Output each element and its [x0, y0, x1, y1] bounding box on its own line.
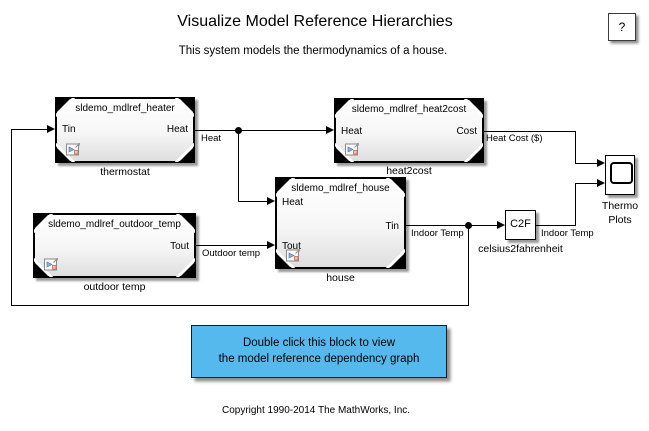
corner-mark-icon: [276, 249, 295, 268]
signal-line-heat: [195, 130, 326, 131]
port-label-tout: Tout: [170, 241, 189, 252]
model-reference-badge-icon: [44, 258, 58, 271]
arrowhead-house-tout-in: [267, 241, 275, 249]
corner-mark-icon: [386, 249, 405, 268]
corner-mark-icon: [175, 98, 194, 117]
scope-caption-line2: Plots: [608, 214, 632, 226]
block-caption-scope: Thermo Plots: [590, 199, 649, 227]
port-label-tin: Tin: [385, 221, 399, 232]
block-caption-outdoor-temp: outdoor temp: [83, 281, 146, 293]
help-button[interactable]: ?: [608, 13, 636, 41]
corner-mark-icon: [175, 143, 194, 162]
junction-dot-heat: [235, 127, 242, 134]
model-ref-name: sldemo_mdlref_outdoor_temp: [48, 219, 181, 230]
block-celsius2fahrenheit[interactable]: C2F: [505, 210, 536, 240]
port-label-cost: Cost: [456, 126, 477, 137]
arrowhead-scope-in1: [597, 159, 605, 167]
corner-mark-icon: [335, 143, 354, 162]
model-block-house[interactable]: sldemo_mdlref_house Heat Tout Tin: [275, 177, 406, 269]
block-caption-celsius2fahrenheit: celsius2fahrenheit: [478, 243, 563, 255]
port-label-heat: Heat: [282, 197, 304, 208]
model-reference-badge-icon: [286, 249, 300, 262]
signal-label-indoor-temp-c2f: Indoor Temp: [541, 228, 594, 239]
signal-label-heat: Heat: [201, 133, 222, 144]
signal-line-c2f-out: [575, 183, 598, 184]
corner-mark-icon: [176, 258, 195, 277]
signal-label-heat-cost: Heat Cost ($): [486, 133, 543, 144]
signal-line-heat-cost: [575, 131, 576, 164]
scope-caption-line1: Thermo: [601, 200, 639, 212]
annotation-line1: Double click this block to view: [242, 337, 396, 349]
arrowhead-c2f-in: [497, 221, 505, 229]
model-ref-name: sldemo_mdlref_house: [291, 183, 390, 194]
model-ref-name: sldemo_mdlref_heater: [75, 103, 175, 114]
page-title: Visualize Model Reference Hierarchies: [177, 13, 453, 30]
corner-mark-icon: [176, 214, 195, 233]
signal-line-feedback-drop: [468, 225, 469, 306]
corner-mark-icon: [56, 143, 75, 162]
corner-mark-icon: [56, 98, 75, 117]
corner-mark-icon: [464, 99, 483, 118]
model-ref-name: sldemo_mdlref_heat2cost: [351, 104, 467, 115]
model-reference-badge-icon: [345, 143, 359, 156]
block-scope[interactable]: [605, 155, 635, 195]
block-caption-house: house: [326, 272, 355, 284]
signal-line-heat-branch: [238, 130, 239, 202]
signal-line-c2f-out: [536, 225, 576, 226]
corner-mark-icon: [34, 214, 53, 233]
model-block-heat2cost[interactable]: sldemo_mdlref_heat2cost Heat Cost: [334, 98, 484, 163]
arrowhead-heat2cost-in: [326, 126, 334, 134]
block-caption-thermostat: thermostat: [100, 166, 150, 178]
model-block-thermostat[interactable]: sldemo_mdlref_heater Tin Heat: [55, 97, 195, 163]
arrowhead-house-heat-in: [267, 197, 275, 205]
port-label-heat: Heat: [341, 126, 363, 137]
signal-line-feedback: [11, 129, 48, 130]
corner-mark-icon: [276, 178, 295, 197]
corner-mark-icon: [34, 258, 53, 277]
signal-line-c2f-out: [575, 183, 576, 226]
signal-line-heat-branch: [238, 201, 268, 202]
annotation-line2: the model reference dependency graph: [218, 353, 420, 365]
port-label-heat: Heat: [166, 124, 188, 135]
arrowhead-scope-in2: [597, 179, 605, 187]
arrowhead-thermostat-in: [47, 125, 55, 133]
annotation-block[interactable]: Double click this block to view the mode…: [191, 325, 447, 378]
scope-screen-icon: [610, 162, 633, 184]
copyright-text: Copyright 1990-2014 The MathWorks, Inc.: [221, 405, 411, 416]
signal-line-feedback: [11, 305, 469, 306]
signal-line-indoor-temp: [406, 225, 498, 226]
signal-label-outdoor-temp: Outdoor temp: [202, 248, 261, 259]
corner-mark-icon: [386, 178, 405, 197]
signal-line-outdoor-temp: [196, 245, 268, 246]
port-label-tin: Tin: [62, 124, 76, 135]
signal-line-feedback: [11, 129, 12, 306]
model-block-outdoor-temp[interactable]: sldemo_mdlref_outdoor_temp Tout: [33, 213, 196, 278]
port-label-tout: Tout: [282, 241, 301, 252]
model-reference-badge-icon: [66, 143, 80, 156]
signal-line-heat-cost: [484, 131, 576, 132]
block-caption-heat2cost: heat2cost: [386, 165, 432, 177]
page-subtitle: This system models the thermodynamics of…: [178, 45, 448, 57]
signal-line-heat-cost: [575, 163, 598, 164]
signal-label-indoor-temp-house: Indoor Temp: [411, 228, 464, 239]
corner-mark-icon: [335, 99, 354, 118]
corner-mark-icon: [464, 143, 483, 162]
